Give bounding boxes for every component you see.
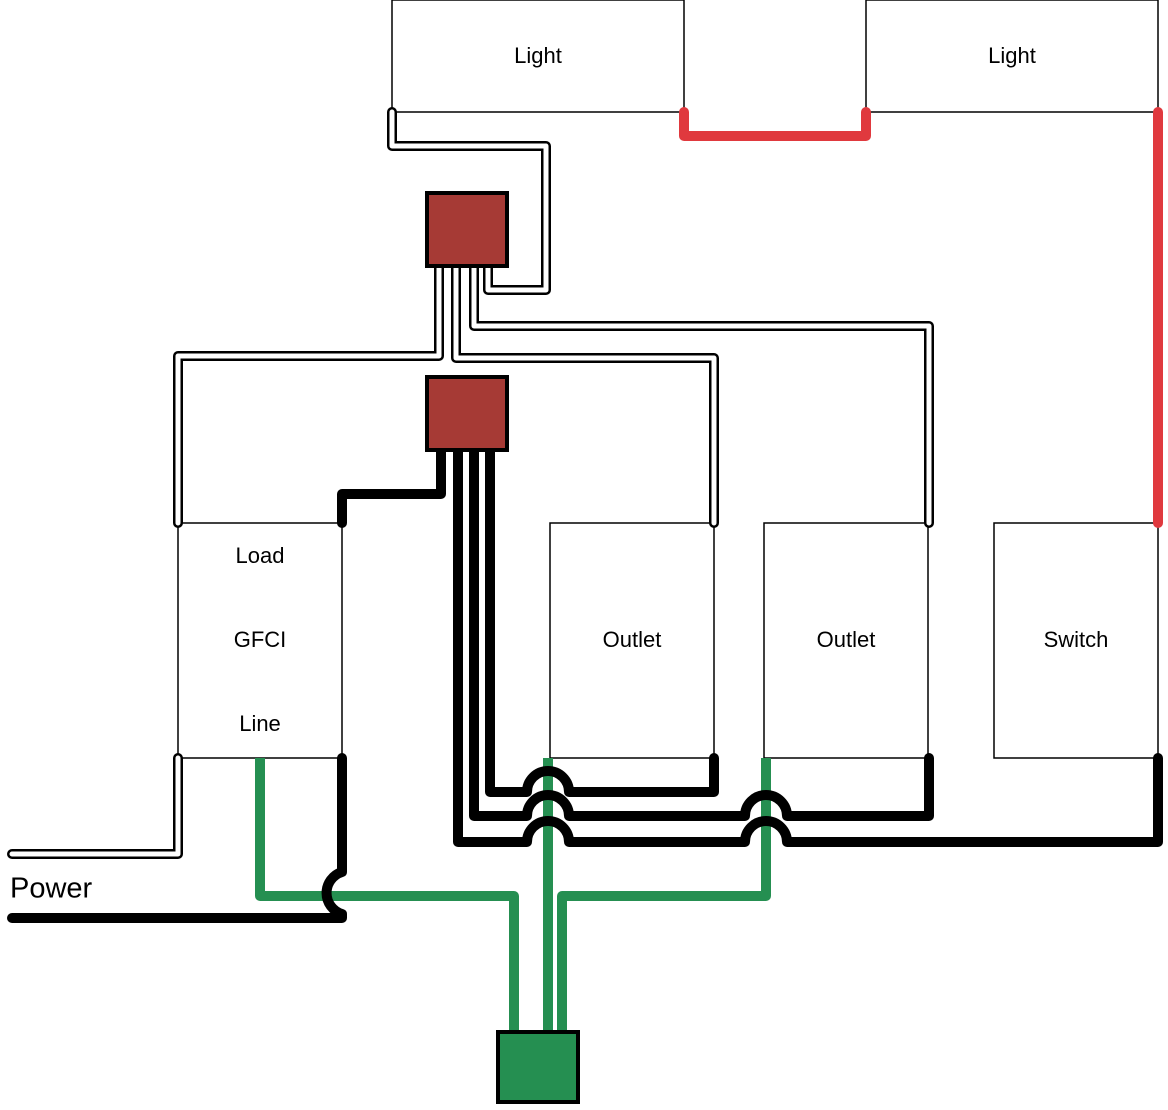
light-1: Light	[391, 0, 685, 113]
hot-wire-switch	[453, 445, 1163, 847]
hot-wire-power-line	[7, 753, 347, 923]
ground-block	[496, 1030, 580, 1104]
light-2-label: Light	[988, 43, 1036, 68]
neutral-wires	[7, 107, 934, 859]
ground-wires	[255, 758, 771, 1032]
switch-device: Switch	[993, 522, 1159, 759]
red-wire-light-to-light	[679, 107, 871, 141]
power-label: Power	[10, 873, 93, 905]
outlet-2-label: Outlet	[817, 627, 876, 652]
switch-label: Switch	[1044, 627, 1109, 652]
ground-wire-gfci	[255, 758, 519, 1032]
hot-junction-box	[425, 375, 509, 452]
outlet-1-label: Outlet	[603, 627, 662, 652]
gfci-line-label: Line	[239, 711, 281, 736]
hot-wire-gfci-load	[337, 445, 446, 528]
hot-wire-outlet-2	[469, 445, 934, 821]
gfci-label: GFCI	[234, 627, 287, 652]
outlet-2: Outlet	[763, 522, 929, 759]
light-1-label: Light	[514, 43, 562, 68]
gfci-load-label: Load	[236, 543, 285, 568]
outlet-1: Outlet	[549, 522, 715, 759]
hot-wire-outlet-1	[485, 445, 719, 797]
neutral-junction-box	[425, 191, 509, 268]
hot-wires	[7, 445, 1163, 923]
light-2: Light	[865, 0, 1159, 113]
gfci-device: Load GFCI Line	[177, 522, 343, 759]
ground-wire-outlet-2	[557, 758, 771, 1032]
